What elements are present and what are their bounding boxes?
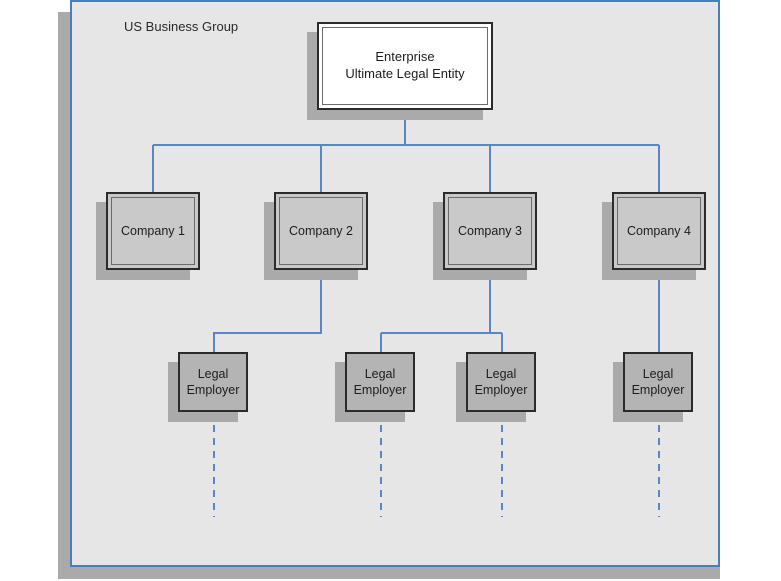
enterprise-line-1: Enterprise xyxy=(375,49,435,65)
node-body: Legal Employer xyxy=(466,352,536,412)
employer-line-1: Legal xyxy=(642,367,674,381)
node-company-2[interactable]: Company 2 xyxy=(264,192,368,280)
node-body: Company 2 xyxy=(274,192,368,270)
node-text: Enterprise Ultimate Legal Entity xyxy=(345,49,464,82)
node-company-1[interactable]: Company 1 xyxy=(96,192,200,280)
node-body: Company 1 xyxy=(106,192,200,270)
node-legal-employer-3[interactable]: Legal Employer xyxy=(456,352,536,422)
node-label: Company 1 xyxy=(121,224,185,238)
node-legal-employer-1[interactable]: Legal Employer xyxy=(168,352,248,422)
node-body: Legal Employer xyxy=(345,352,415,412)
employer-line-2: Employer xyxy=(631,383,685,397)
node-body: Company 4 xyxy=(612,192,706,270)
node-label: Company 3 xyxy=(458,224,522,238)
node-body: Company 3 xyxy=(443,192,537,270)
node-company-4[interactable]: Company 4 xyxy=(602,192,706,280)
node-body: Legal Employer xyxy=(178,352,248,412)
node-text: Legal Employer xyxy=(187,366,240,398)
employer-line-2: Employer xyxy=(353,383,407,397)
employer-line-1: Legal xyxy=(485,367,517,381)
node-enterprise-ultimate-legal-entity[interactable]: Enterprise Ultimate Legal Entity xyxy=(307,22,493,120)
node-text: Legal Employer xyxy=(475,366,528,398)
node-body: Legal Employer xyxy=(623,352,693,412)
node-label: Company 2 xyxy=(289,224,353,238)
node-label: Company 4 xyxy=(627,224,691,238)
enterprise-line-2: Ultimate Legal Entity xyxy=(345,66,465,81)
node-legal-employer-2[interactable]: Legal Employer xyxy=(335,352,415,422)
employer-line-2: Employer xyxy=(474,383,528,397)
node-text: Legal Employer xyxy=(632,366,685,398)
node-text: Legal Employer xyxy=(354,366,407,398)
node-company-3[interactable]: Company 3 xyxy=(433,192,537,280)
employer-line-1: Legal xyxy=(197,367,229,381)
employer-line-1: Legal xyxy=(364,367,396,381)
group-title-label: US Business Group xyxy=(124,19,239,34)
employer-line-2: Employer xyxy=(186,383,240,397)
node-legal-employer-4[interactable]: Legal Employer xyxy=(613,352,693,422)
node-body: Enterprise Ultimate Legal Entity xyxy=(317,22,493,110)
